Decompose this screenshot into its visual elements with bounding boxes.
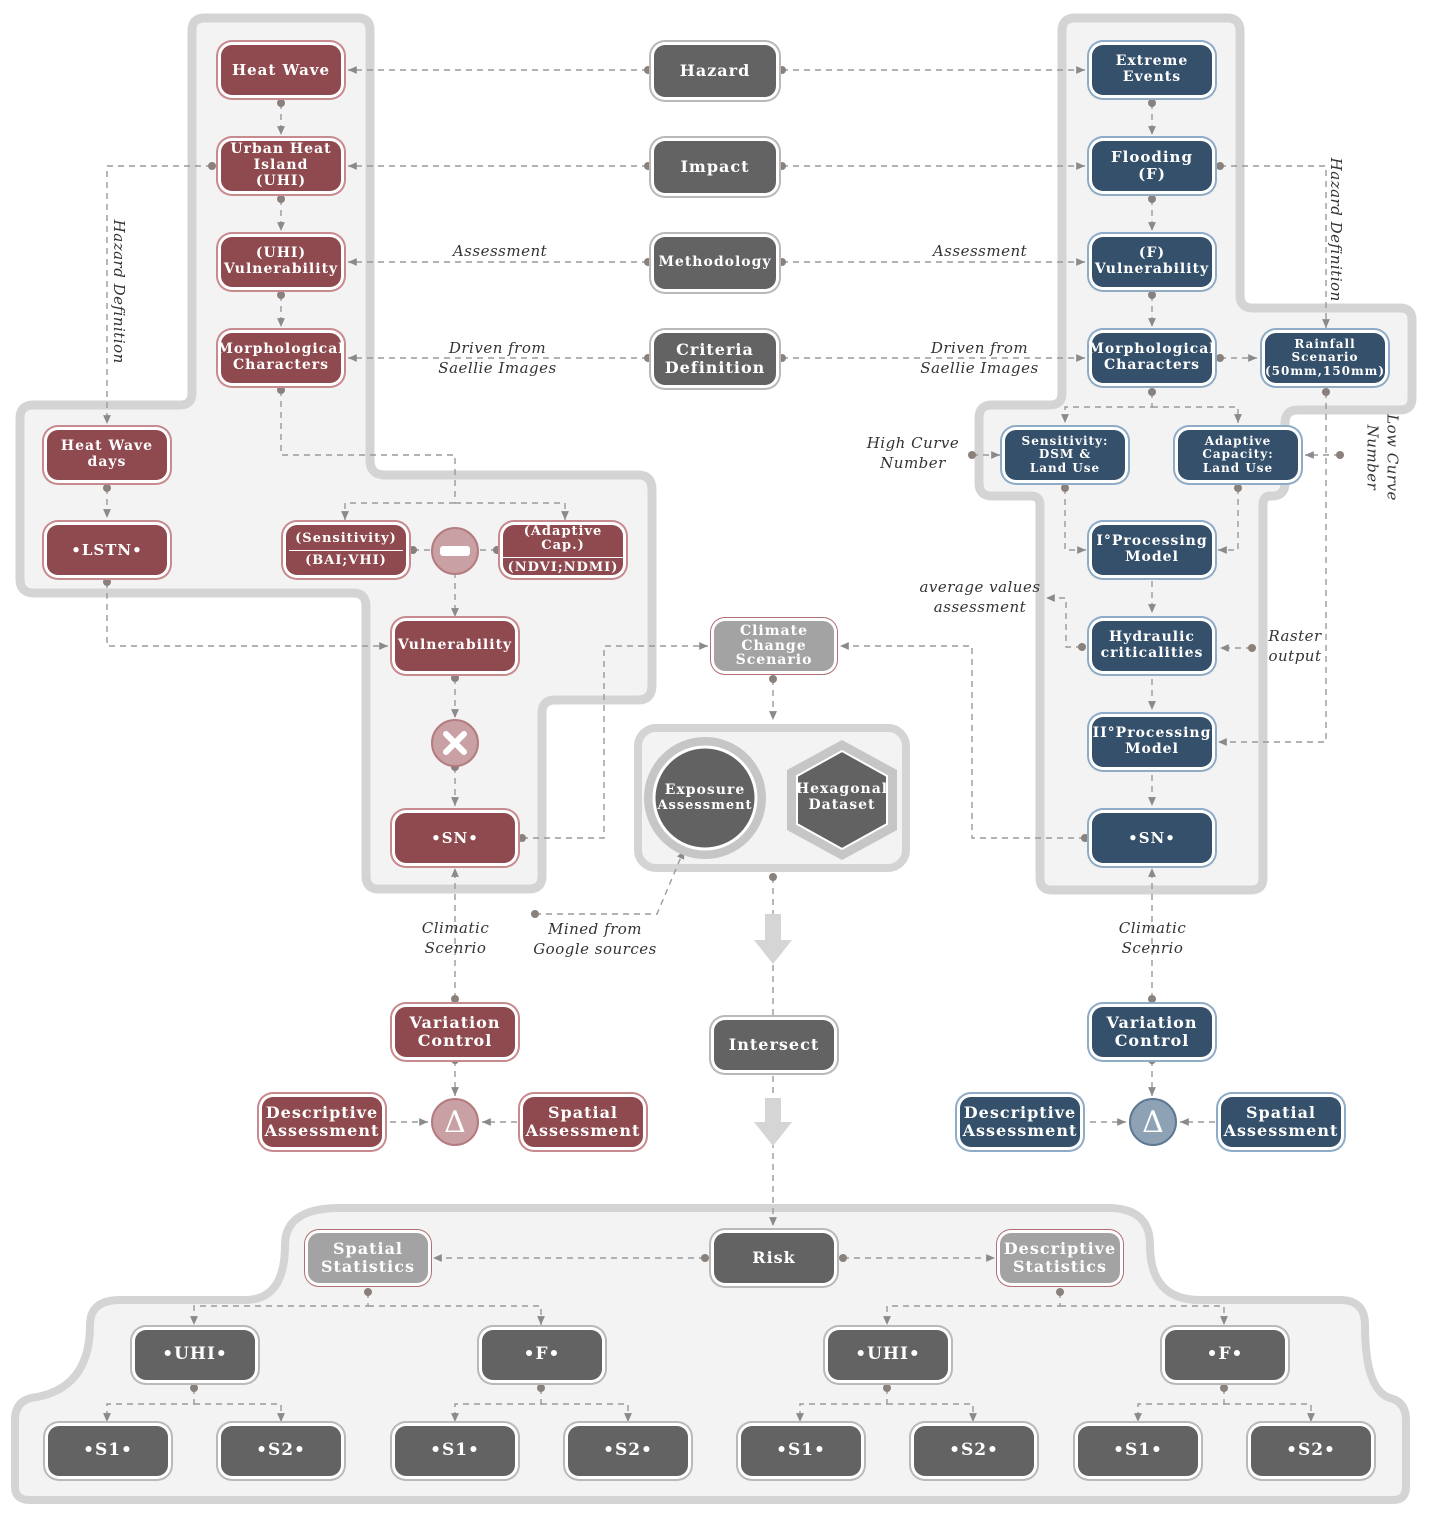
result-uhi-node: •UHI•: [828, 1330, 948, 1380]
uhi-panel: [15, 13, 657, 894]
result-s1-node: •S1•: [395, 1426, 515, 1476]
result-s2-node: •S2•: [1251, 1426, 1371, 1476]
result-uhi-node: •UHI•: [135, 1330, 255, 1380]
result-f-node: •F•: [1165, 1330, 1285, 1380]
delta-circle-icon: Δ: [431, 1098, 479, 1146]
heat-wave-node: Heat Wave: [221, 45, 341, 95]
result-s2-node: •S2•: [221, 1426, 341, 1476]
uhi-vulnerability-node: (UHI)Vulnerability: [221, 237, 341, 287]
methodology-node: Methodology: [654, 237, 776, 289]
result-s2-node: •S2•: [568, 1426, 688, 1476]
hazard-definition-label-right: Hazard Definition: [1326, 157, 1345, 302]
assessment-label-right: Assessment: [932, 242, 1028, 260]
result-f-node: •F•: [482, 1330, 602, 1380]
sensitivity-dsm-node: Sensitivity:DSM &Land Use: [1005, 430, 1125, 480]
f-vulnerability-node: (F)Vulnerability: [1092, 237, 1212, 287]
minus-circle-icon: [431, 527, 479, 575]
result-s1-node: •S1•: [741, 1426, 861, 1476]
intersect-node: Intersect: [714, 1020, 834, 1070]
adaptive-capacity-node: (Adaptive Cap.)(NDVI;NDMI): [503, 524, 623, 575]
hazard-node: Hazard: [654, 45, 776, 97]
flood-sn-node: •SN•: [1092, 813, 1212, 863]
assessment-label-left: Assessment: [452, 242, 548, 260]
impact-node: Impact: [654, 141, 776, 193]
multiply-circle-icon: [431, 719, 479, 767]
result-s2-node: •S2•: [914, 1426, 1034, 1476]
hazard-definition-label-left: Hazard Definition: [109, 219, 128, 364]
sensitivity-node: (Sensitivity)(BAI;VHI): [286, 525, 406, 575]
flooding-node: Flooding(F): [1092, 141, 1212, 191]
risk-node: Risk: [714, 1233, 834, 1283]
result-s1-node: •S1•: [1078, 1426, 1198, 1476]
down-arrow-icon: [754, 914, 792, 1146]
lst-node: •LSTN•: [47, 525, 167, 575]
result-s1-node: •S1•: [48, 1426, 168, 1476]
uhi-sn-node: •SN•: [395, 813, 515, 863]
delta-circle-icon: Δ: [1129, 1098, 1177, 1146]
vulnerability-node: Vulnerability: [395, 621, 515, 671]
